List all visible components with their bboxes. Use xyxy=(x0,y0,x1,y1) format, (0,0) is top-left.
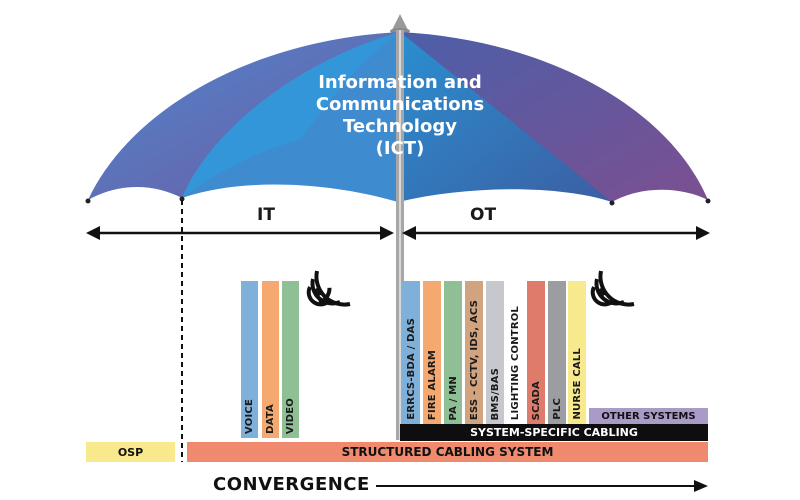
it-bar-video: VIDEO xyxy=(282,281,299,438)
ict-title-line: Communications xyxy=(315,94,485,115)
ot-bar-fire-alarm: FIRE ALARM xyxy=(423,281,441,424)
ict-title-line: Information and xyxy=(318,72,482,93)
ict-title-line: (ICT) xyxy=(375,138,425,159)
osp-bar: OSP xyxy=(86,442,175,462)
bar-label: ESS - CCTV, IDS, ACS xyxy=(468,299,480,420)
ot-label: OT xyxy=(470,205,497,225)
bar-label: LIGHTING CONTROL xyxy=(509,305,521,420)
ot-span-arrow xyxy=(402,226,710,240)
ot-bar-plc: PLC xyxy=(548,281,566,424)
ot-bar-errcs: ERRCS-BDA / DAS xyxy=(402,281,420,424)
other-systems-bar: OTHER SYSTEMS xyxy=(589,408,708,424)
umbrella-canopy xyxy=(88,32,708,202)
convergence-arrow xyxy=(376,480,708,492)
ict-title: Information and Communications Technolog… xyxy=(290,72,510,160)
ot-bar-ess: ESS - CCTV, IDS, ACS xyxy=(465,281,483,424)
bar-label: VOICE xyxy=(244,399,255,434)
ot-bar-scada: SCADA xyxy=(527,281,545,424)
wireless-icon xyxy=(306,270,351,307)
ot-bar-nurse-call: NURSE CALL xyxy=(568,281,586,424)
ot-bar-lighting-control: LIGHTING CONTROL xyxy=(506,281,524,424)
bar-label: PA / MN xyxy=(447,375,459,421)
umbrella-tip xyxy=(392,14,408,30)
bar-label: FIRE ALARM xyxy=(426,349,438,420)
bar-label: NURSE CALL xyxy=(571,348,583,420)
convergence-label: CONVERGENCE xyxy=(213,474,370,495)
structured-cabling-bar: STRUCTURED CABLING SYSTEM xyxy=(187,442,708,462)
it-bar-data: DATA xyxy=(262,281,279,438)
it-bar-voice: VOICE xyxy=(241,281,258,438)
bar-label: SCADA xyxy=(530,380,542,420)
ict-title-line: Technology xyxy=(343,116,457,137)
bar-label: PLC xyxy=(551,398,563,420)
bar-label: BMS/BAS xyxy=(489,367,501,420)
bar-label: DATA xyxy=(265,404,276,434)
bar-label: VIDEO xyxy=(285,397,296,434)
it-label: IT xyxy=(257,205,275,225)
system-specific-cabling-bar: SYSTEM-SPECIFIC CABLING xyxy=(400,424,708,441)
bar-label: ERRCS-BDA / DAS xyxy=(405,318,417,420)
ot-bar-bms-bas: BMS/BAS xyxy=(486,281,504,424)
it-span-arrow xyxy=(86,226,394,240)
ot-bar-pa-mn: PA / MN xyxy=(444,281,462,424)
wireless-icon xyxy=(590,270,635,307)
